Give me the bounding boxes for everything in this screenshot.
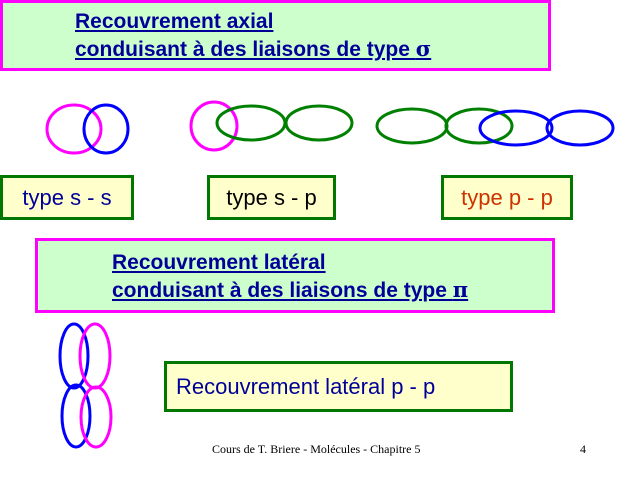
p-lobe-magenta-bottom: [79, 385, 113, 449]
lateral-title-line2-text: conduisant à des liaisons de type: [112, 279, 453, 302]
p-lobe-blue-top: [58, 322, 90, 390]
p-lobe-blue-1: [478, 109, 554, 147]
s-orbital-magenta-sp: [189, 100, 239, 152]
p-lobe-blue-2: [545, 109, 615, 147]
axial-title-line2: conduisant à des liaisons de type σ: [75, 35, 548, 63]
type-pp-label-box: type p - p: [441, 175, 573, 220]
p-lobe-green-right: [284, 104, 354, 142]
lateral-pp-label: Recouvrement latéral p - p: [176, 373, 436, 399]
axial-title-box: Recouvrement axial conduisant à des liai…: [0, 0, 551, 71]
p-lobe-green-left: [215, 104, 287, 142]
p-lobe-green-1: [375, 107, 449, 145]
axial-title-line2-text: conduisant à des liaisons de type: [75, 38, 416, 61]
p-lobe-magenta-top: [78, 322, 112, 390]
lateral-title-line1: Recouvrement latéral: [112, 251, 326, 274]
type-ss-label-box: type s - s: [0, 175, 134, 220]
type-sp-label: type s - p: [226, 184, 317, 210]
type-pp-label: type p - p: [461, 184, 553, 210]
s-orbital-magenta: [45, 103, 103, 155]
sigma-symbol: σ: [415, 36, 432, 61]
lateral-title-line2: conduisant à des liaisons de type π: [112, 276, 552, 304]
pi-symbol: π: [452, 277, 469, 302]
type-sp-label-box: type s - p: [207, 175, 336, 220]
footer-text: Cours de T. Briere - Molécules - Chapitr…: [212, 442, 421, 456]
axial-title-line1: Recouvrement axial: [75, 10, 274, 33]
p-lobe-blue-bottom: [60, 383, 92, 449]
lateral-pp-label-box: Recouvrement latéral p - p: [164, 361, 513, 412]
type-ss-label: type s - s: [22, 184, 112, 210]
lateral-title-box: Recouvrement latéral conduisant à des li…: [35, 238, 555, 313]
s-orbital-blue: [82, 103, 130, 155]
p-lobe-green-2: [444, 107, 514, 145]
page-number: 4: [580, 442, 586, 456]
